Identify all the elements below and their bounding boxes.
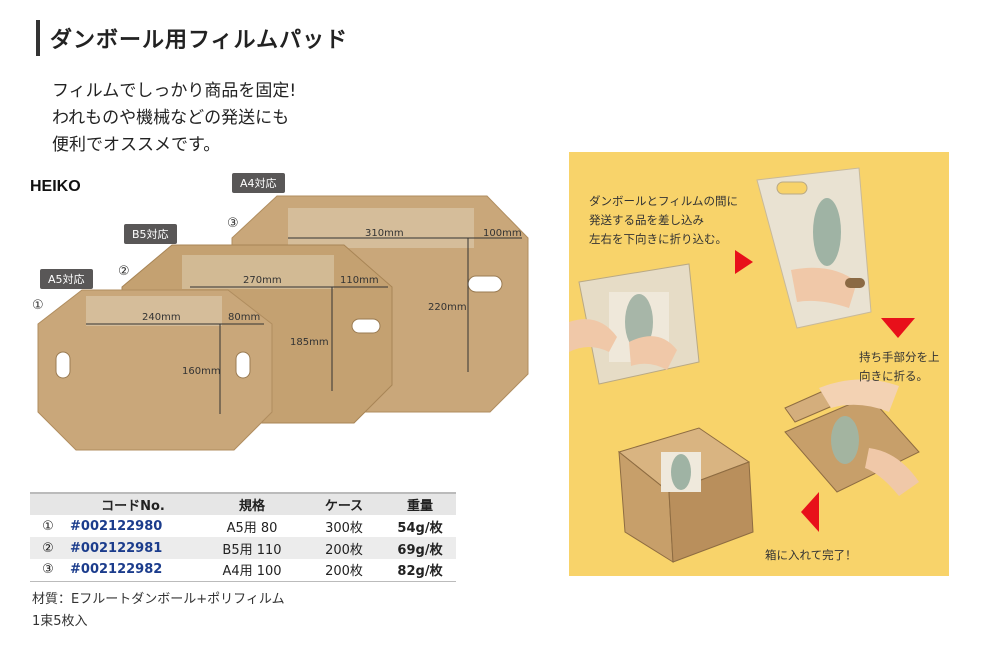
pad-2-number: ②	[118, 264, 130, 279]
usage-steps-panel: ダンボールとフィルムの間に 発送する品を差し込み 左右を下向きに折り込む。 持ち…	[569, 152, 949, 576]
pack-note: 1束5枚入	[32, 614, 88, 629]
table-header: ケース	[304, 492, 384, 515]
step-1-text: ダンボールとフィルムの間に 発送する品を差し込み 左右を下向きに折り込む。	[589, 194, 739, 246]
table-header	[30, 492, 66, 515]
case-quantity: 200枚	[304, 559, 384, 582]
arrow-left-icon	[801, 492, 819, 532]
unit-weight: 69g/枚	[384, 537, 456, 559]
title-accent-bar	[36, 20, 40, 56]
pad-2-width-label: 270mm	[243, 275, 282, 286]
page-title: ダンボール用フィルムパッド	[50, 28, 349, 53]
pad-1-badge: A5対応	[40, 269, 93, 289]
usage-steps-illustration	[569, 167, 920, 563]
product-spec: B5用 110	[200, 537, 304, 559]
intro-line: われものや機械などの発送にも	[52, 108, 290, 128]
product-spec: A4用 100	[200, 559, 304, 582]
intro-line: フィルムでしっかり商品を固定!	[52, 81, 297, 101]
pad-1-illustration	[37, 289, 273, 451]
table-header: 規格	[200, 492, 304, 515]
pad-2-badge: B5対応	[124, 224, 177, 244]
table-header: コードNo.	[66, 492, 200, 515]
pad-1-height-label: 160mm	[182, 366, 221, 377]
table-header: 重量	[384, 492, 456, 515]
case-quantity: 200枚	[304, 537, 384, 559]
product-code: #002122981	[66, 537, 200, 559]
intro-text: フィルムでしっかり商品を固定! われものや機械などの発送にも 便利でオススメです…	[52, 78, 296, 159]
pad-3-width-label: 310mm	[365, 228, 404, 239]
row-number: ①	[42, 518, 54, 534]
step-2-illustration	[756, 167, 872, 329]
pad-3-badge: A4対応	[232, 173, 285, 193]
pad-3-height-label: 220mm	[428, 302, 467, 313]
table-row: ③ #002122982 A4用 100 200枚 82g/枚	[30, 559, 456, 582]
product-code: #002122980	[70, 518, 163, 534]
spec-table: コードNo. 規格 ケース 重量 ① #002122980 A5用 80 300…	[30, 492, 456, 582]
brand-logo: HEIKO	[30, 178, 81, 195]
table-row: ② #002122981 B5用 110 200枚 69g/枚	[30, 537, 456, 559]
step-2-text: 持ち手部分を上 向きに折る。	[859, 350, 940, 383]
product-code: #002122982	[66, 559, 200, 582]
pad-3-number: ③	[227, 216, 239, 231]
product-spec: A5用 80	[226, 520, 278, 536]
step-1-illustration	[569, 263, 700, 385]
pad-1-width-label: 240mm	[142, 312, 181, 323]
pad-2-flap-label: 110mm	[340, 275, 379, 286]
step-4-illustration	[617, 427, 754, 563]
row-number: ②	[30, 537, 66, 559]
table-header-row: コードNo. 規格 ケース 重量	[30, 492, 456, 515]
pad-2-height-label: 185mm	[290, 337, 329, 348]
step-3-illustration	[784, 379, 920, 496]
arrow-right-icon	[735, 250, 753, 274]
intro-line: 便利でオススメです。	[52, 135, 221, 155]
case-quantity: 300枚	[325, 520, 363, 536]
row-number: ③	[30, 559, 66, 582]
unit-weight: 54g/枚	[397, 520, 443, 536]
arrow-down-icon	[881, 318, 915, 338]
pad-1-flap-label: 80mm	[228, 312, 261, 323]
step-3-text: 箱に入れて完了！	[765, 548, 857, 562]
material-note: 材質：Eフルートダンボール+ポリフィルム	[32, 592, 285, 607]
pad-3-flap-label: 100mm	[483, 228, 522, 239]
unit-weight: 82g/枚	[384, 559, 456, 582]
pad-1-number: ①	[32, 298, 44, 313]
table-row: ① #002122980 A5用 80 300枚 54g/枚	[30, 515, 456, 537]
